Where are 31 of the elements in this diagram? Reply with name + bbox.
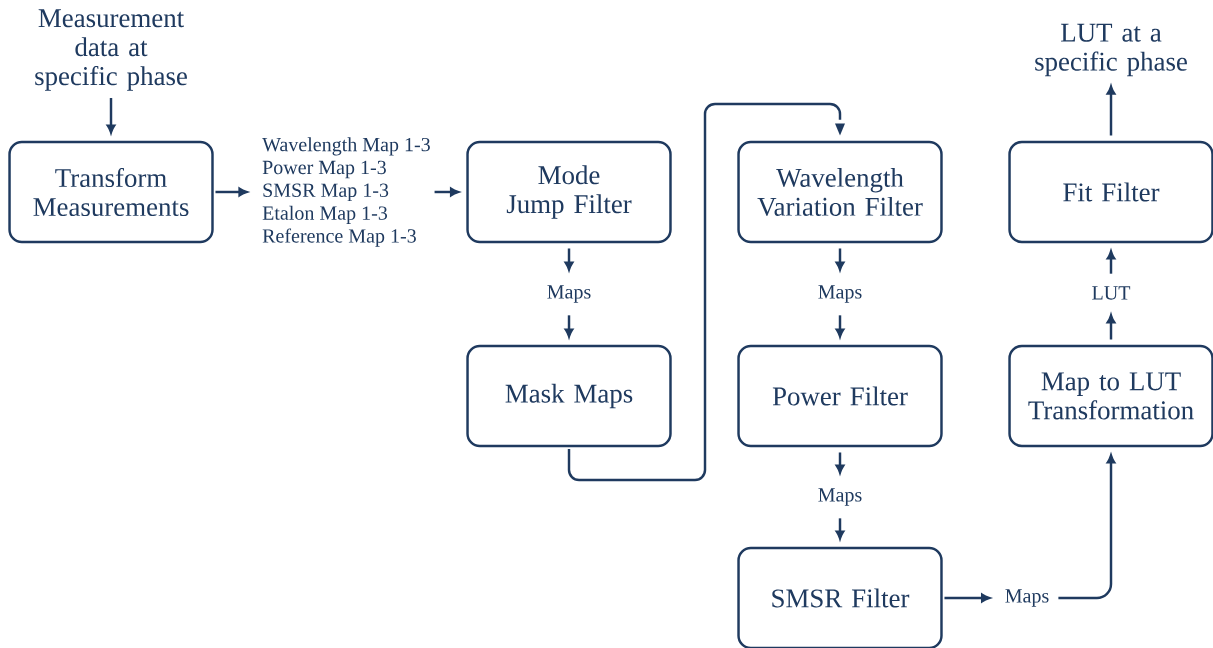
arrow: [564, 248, 574, 271]
flow-label: Maps: [997, 582, 1057, 614]
process-box: Mask Maps: [466, 344, 672, 448]
process-box: Wavelength Variation Filter: [737, 140, 943, 244]
arrow: [835, 248, 845, 271]
flow-label: Maps: [539, 278, 599, 310]
process-box: Transform Measurements: [8, 140, 214, 244]
flow-label: Maps: [810, 481, 870, 513]
arrow: [835, 315, 845, 338]
output-text: LUT at a specific phase: [1035, 23, 1187, 77]
arrow: [1106, 314, 1116, 340]
arrow: [1106, 85, 1116, 136]
map-list: Wavelength Map 1-3 Power Map 1-3 SMSR Map 1-3 Etalon Map 1-3 Reference Map 1-3: [262, 137, 430, 247]
flow-label: LUT: [1084, 279, 1138, 307]
input-text: Measurement data at specific phase: [35, 9, 187, 91]
arrow: [1106, 250, 1116, 274]
process-box: Power Filter: [737, 344, 943, 448]
arrow: [567, 102, 845, 482]
arrow: [1058, 454, 1116, 600]
arrow: [215, 187, 248, 197]
process-box: SMSR Filter: [737, 546, 943, 648]
arrow: [434, 187, 459, 197]
flow-label: Maps: [810, 278, 870, 310]
process-box: Mode Jump Filter: [466, 140, 672, 244]
arrow: [564, 315, 574, 338]
arrow: [835, 518, 845, 540]
arrow: [106, 98, 116, 134]
process-box: Fit Filter: [1008, 140, 1213, 244]
arrow: [835, 452, 845, 474]
process-box: Map to LUT Transformation: [1008, 344, 1213, 448]
arrow: [944, 593, 991, 603]
